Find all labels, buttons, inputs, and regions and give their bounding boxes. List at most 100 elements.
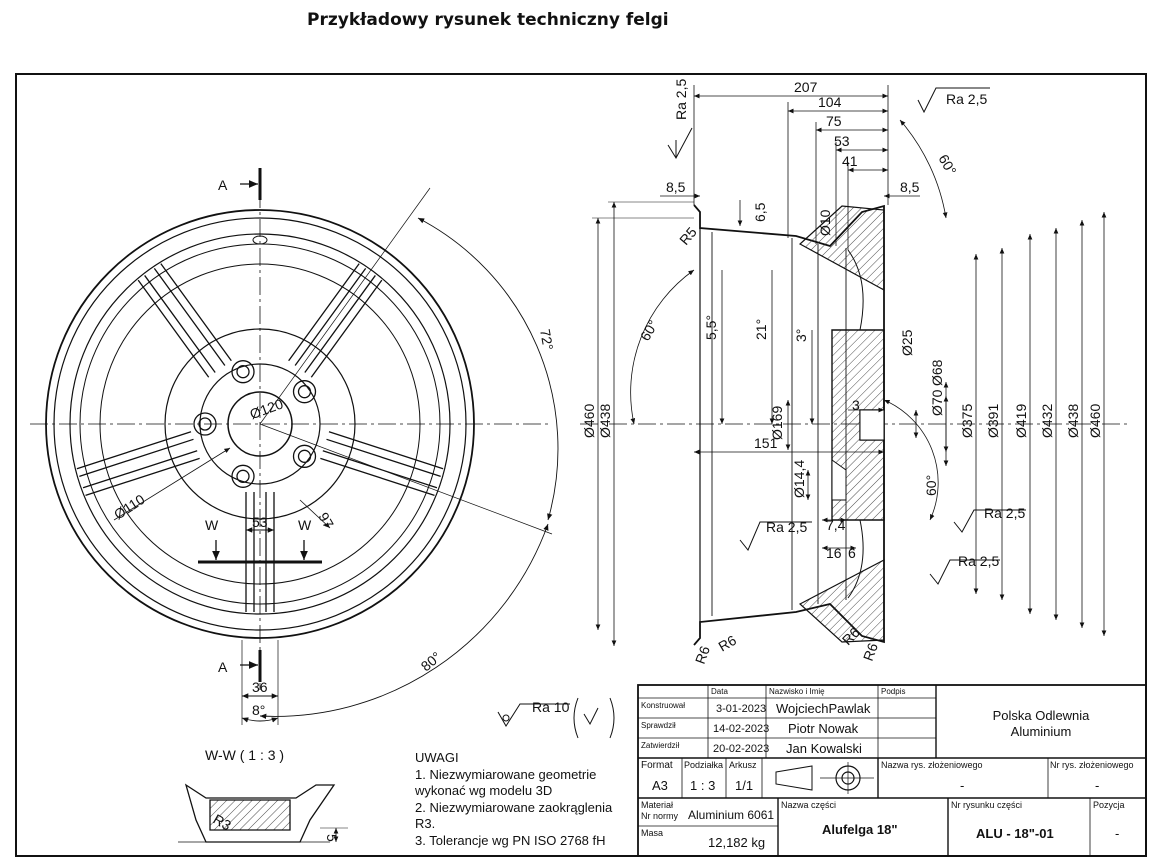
tb-part-no-label: Nr rysunku części [951,800,1023,810]
dim-60-top: 60° [935,152,959,178]
dim-21deg: 21° [753,319,769,340]
tb-material-label: Materiał Nr normy [641,800,679,821]
tb-sheet: 1/1 [735,778,754,793]
tb-header-date: Data [711,687,728,696]
tb-format: A3 [652,778,668,793]
dim-5-5deg: 5,5° [703,315,719,340]
dim-97: 97 [315,510,337,532]
tb-position: - [1115,826,1120,841]
surface-roughness-symbol [497,697,615,739]
side-section-view [580,85,1130,646]
section-w-label-right: W [298,517,312,533]
side-diameter-left: Ø438 [597,404,613,438]
page-title: Przykładowy rysunek techniczny felgi [307,10,669,30]
dim-r3: R3 [211,811,235,834]
dim-151: 151 [754,435,778,451]
tb-row-name: Piotr Nowak [788,721,859,736]
ra-right-2: Ra 2,5 [958,553,999,569]
ra-right-1: Ra 2,5 [984,505,1025,521]
note-line-4: R3. [415,816,436,831]
dim-r6-2: R6 [716,632,740,655]
section-a-label-bottom: A [218,659,228,675]
dim-5: 5 [324,834,340,842]
tb-assembly-no: - [1095,778,1100,793]
side-top-dim: 104 [818,94,842,110]
dim-flange-left: 8,5 [666,179,686,195]
dim-d10: Ø10 [817,209,833,236]
tb-scale-label: Podziałka [684,760,724,770]
notes-heading: UWAGI [415,750,459,765]
dim-60-right: 60° [923,475,939,496]
dim-72deg: 72° [537,328,556,352]
note-line-5: 3. Tolerancje wg PN ISO 2768 fH [415,832,606,848]
tb-row-date: 20-02-2023 [713,743,770,755]
side-diameter-right: Ø432 [1039,404,1055,438]
side-diameter-right: Ø391 [985,404,1001,438]
side-diameter-right: Ø25 [899,329,915,356]
dim-16: 16 [826,545,842,561]
side-diameter-right: Ø460 [1087,404,1103,438]
dim-d120: Ø120 [248,395,286,422]
tb-part-name-label: Nazwa części [781,800,837,810]
side-top-dim: 207 [794,79,818,95]
title-block-grid [637,684,1147,857]
side-diameter-right: Ø419 [1013,404,1029,438]
dim-36: 36 [252,679,268,695]
section-a-label-top: A [218,177,228,193]
notes-block: UWAGI 1. Niezwymiarowane geometrie wykon… [415,750,612,849]
tb-assembly-name: - [960,778,965,793]
tb-row-name: Jan Kowalski [786,741,862,756]
tb-part-name: Alufelga 18" [822,822,898,837]
tb-scale: 1 : 3 [690,778,716,793]
section-ww-title: W-W ( 1 : 3 ) [205,747,284,763]
tb-assembly-no-label: Nr rys. złożeniowego [1050,760,1134,770]
tb-row-label: Zatwierdził [641,741,680,750]
drawing-frame [15,73,1147,857]
side-top-dim: 53 [834,133,850,149]
dim-d14-4: Ø14,4 [791,460,807,498]
tb-row-name: WojciechPawlak [776,701,871,716]
tb-mass-label: Masa [641,828,664,838]
dim-7-4: 7,4 [826,517,846,533]
tb-position-label: Pozycja [1093,800,1125,810]
tb-row-label: Konstruował [641,701,686,710]
dim-r6-1: R6 [692,644,713,666]
section-w-label-left: W [205,517,219,533]
tb-material: Aluminium 6061 [688,808,775,822]
ra-top-left: Ra 2,5 [673,79,689,120]
dim-3deg: 3° [793,329,809,342]
tb-row-date: 3-01-2023 [716,703,767,715]
side-diameter-right: Ø70 [929,389,945,416]
note-line-3: 2. Niezwymiarowane zaokrąglenia [415,799,613,815]
spoke [76,431,200,497]
spoke [288,263,383,378]
tb-format-label: Format [641,760,673,771]
lug-hole [193,412,217,436]
front-view [30,168,559,725]
tb-part-no: ALU - 18"-01 [976,826,1054,841]
tb-mass: 12,182 kg [708,835,766,850]
section-ww-view [178,783,348,843]
side-top-dim: 41 [842,153,858,169]
tb-row-date: 14-02-2023 [713,723,770,735]
spoke [137,263,232,378]
ra-10-label: Ra 10 [532,699,570,715]
tb-company: Polska Odlewnia Aluminium [992,708,1090,739]
tb-row-label: Sprawdził [641,721,676,730]
dim-r5: R5 [676,224,700,248]
dim-6-5: 6,5 [752,202,768,222]
side-top-dim: 75 [826,113,842,129]
dim-flange-right: 8,5 [900,179,920,195]
dim-3: 3 [852,397,860,413]
tb-header-sign: Podpis [881,687,906,696]
lug-hole [292,380,317,404]
dim-53: 53 [252,514,268,530]
ra-mid: Ra 2,5 [766,519,807,535]
dim-r6-4: R6 [860,641,881,663]
note-line-1: 1. Niezwymiarowane geometrie [415,766,597,782]
side-diameter-right: Ø438 [1065,404,1081,438]
side-diameter-left: Ø460 [581,404,597,438]
lug-hole [231,464,255,488]
dim-80deg: 80° [418,648,445,674]
